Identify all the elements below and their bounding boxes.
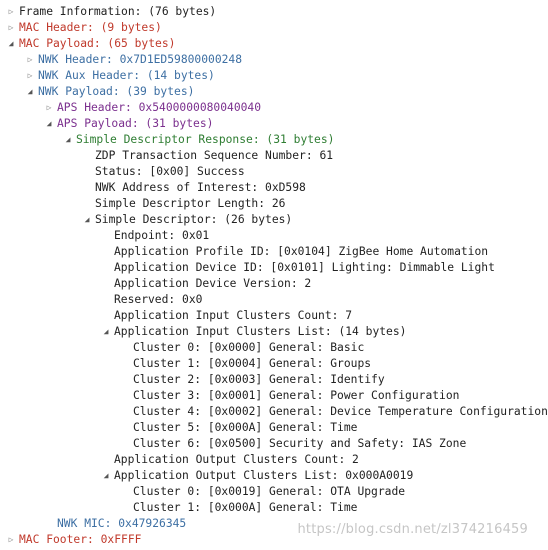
tree-node-label: NWK Payload: (39 bytes) (38, 85, 195, 98)
tree-node-label: APS Header: 0x5400000080040040 (57, 101, 262, 114)
tree-node-label: Reserved: 0x0 (114, 293, 203, 306)
collapsed-triangle-icon[interactable]: ▷ (8, 7, 14, 16)
tree-node-label: Cluster 5: [0x000A] General: Time (133, 421, 358, 434)
tree-node-label: Endpoint: 0x01 (114, 229, 210, 242)
tree-node-input-cluster-0[interactable]: Cluster 0: [0x0000] General: Basic (0, 340, 536, 356)
tree-node-label: Cluster 3: [0x0001] General: Power Confi… (133, 389, 460, 402)
tree-node-zdp-transaction-sequence-number[interactable]: ZDP Transaction Sequence Number: 61 (0, 148, 536, 164)
expanded-triangle-icon[interactable]: ◢ (27, 87, 33, 96)
expanded-triangle-icon[interactable]: ◢ (84, 215, 90, 224)
tree-node-nwk-address-of-interest[interactable]: NWK Address of Interest: 0xD598 (0, 180, 536, 196)
tree-node-aps-payload[interactable]: ◢ APS Payload: (31 bytes) (0, 116, 536, 132)
tree-node-application-output-clusters-count[interactable]: Application Output Clusters Count: 2 (0, 452, 536, 468)
tree-node-output-cluster-0[interactable]: Cluster 0: [0x0019] General: OTA Upgrade (0, 484, 536, 500)
tree-node-application-profile-id[interactable]: Application Profile ID: [0x0104] ZigBee … (0, 244, 536, 260)
tree-node-endpoint[interactable]: Endpoint: 0x01 (0, 228, 536, 244)
tree-node-nwk-mic[interactable]: NWK MIC: 0x47926345 (0, 516, 536, 532)
tree-node-label: Cluster 0: [0x0019] General: OTA Upgrade (133, 485, 406, 498)
tree-node-label: NWK Header: 0x7D1ED59800000248 (38, 53, 243, 66)
collapsed-triangle-icon[interactable]: ▷ (27, 55, 33, 64)
tree-node-nwk-aux-header[interactable]: ▷ NWK Aux Header: (14 bytes) (0, 68, 536, 84)
tree-node-application-input-clusters-count[interactable]: Application Input Clusters Count: 7 (0, 308, 536, 324)
expanded-triangle-icon[interactable]: ◢ (46, 119, 52, 128)
expanded-triangle-icon[interactable]: ◢ (8, 39, 14, 48)
collapsed-triangle-icon[interactable]: ▷ (46, 103, 52, 112)
tree-node-mac-header[interactable]: ▷ MAC Header: (9 bytes) (0, 20, 536, 36)
tree-node-label: Cluster 6: [0x0500] Security and Safety:… (133, 437, 467, 450)
tree-node-label: Cluster 1: [0x0004] General: Groups (133, 357, 372, 370)
tree-node-input-cluster-1[interactable]: Cluster 1: [0x0004] General: Groups (0, 356, 536, 372)
expanded-triangle-icon[interactable]: ◢ (65, 135, 71, 144)
tree-node-label: Application Input Clusters Count: 7 (114, 309, 353, 322)
tree-node-label: MAC Header: (9 bytes) (19, 21, 162, 34)
tree-node-label: Application Profile ID: [0x0104] ZigBee … (114, 245, 489, 258)
tree-node-label: Simple Descriptor: (26 bytes) (95, 213, 293, 226)
tree-node-label: ZDP Transaction Sequence Number: 61 (95, 149, 334, 162)
tree-node-application-output-clusters-list[interactable]: ◢ Application Output Clusters List: 0x000… (0, 468, 536, 484)
expanded-triangle-icon[interactable]: ◢ (103, 327, 109, 336)
tree-node-label: MAC Payload: (65 bytes) (19, 37, 176, 50)
collapsed-triangle-icon[interactable]: ▷ (8, 23, 14, 32)
tree-node-simple-descriptor-response[interactable]: ◢ Simple Descriptor Response: (31 bytes) (0, 132, 536, 148)
tree-node-frame-information[interactable]: ▷ Frame Information: (76 bytes) (0, 4, 536, 20)
expanded-triangle-icon[interactable]: ◢ (103, 471, 109, 480)
tree-node-label: Cluster 2: [0x0003] General: Identify (133, 373, 385, 386)
tree-node-application-input-clusters-list[interactable]: ◢ Application Input Clusters List: (14 by… (0, 324, 536, 340)
tree-node-label: Application Output Clusters List: 0x000A… (114, 469, 414, 482)
tree-node-status[interactable]: Status: [0x00] Success (0, 164, 536, 180)
tree-node-input-cluster-4[interactable]: Cluster 4: [0x0002] General: Device Temp… (0, 404, 548, 420)
tree-node-label: NWK MIC: 0x47926345 (57, 517, 187, 530)
tree-node-application-device-version[interactable]: Application Device Version: 2 (0, 276, 536, 292)
packet-detail-tree: ▷ Frame Information: (76 bytes) ▷ MAC Heade… (0, 4, 548, 548)
tree-node-mac-payload[interactable]: ◢ MAC Payload: (65 bytes) (0, 36, 536, 52)
tree-node-label: Application Device Version: 2 (114, 277, 312, 290)
tree-node-label: Cluster 0: [0x0000] General: Basic (133, 341, 365, 354)
tree-node-input-cluster-5[interactable]: Cluster 5: [0x000A] General: Time (0, 420, 536, 436)
tree-node-label: Simple Descriptor Response: (31 bytes) (76, 133, 335, 146)
tree-node-label: Cluster 1: [0x000A] General: Time (133, 501, 358, 514)
tree-node-label: Application Device ID: [0x0101] Lighting… (114, 261, 495, 274)
tree-node-input-cluster-3[interactable]: Cluster 3: [0x0001] General: Power Confi… (0, 388, 536, 404)
tree-node-label: Application Input Clusters List: (14 byt… (114, 325, 407, 338)
tree-node-label: NWK Aux Header: (14 bytes) (38, 69, 215, 82)
tree-node-application-device-id[interactable]: Application Device ID: [0x0101] Lighting… (0, 260, 536, 276)
tree-node-input-cluster-2[interactable]: Cluster 2: [0x0003] General: Identify (0, 372, 536, 388)
tree-node-label: NWK Address of Interest: 0xD598 (95, 181, 306, 194)
tree-node-simple-descriptor-length[interactable]: Simple Descriptor Length: 26 (0, 196, 536, 212)
collapsed-triangle-icon[interactable]: ▷ (8, 535, 14, 544)
tree-node-mac-footer[interactable]: ▷ MAC Footer: 0xFFFF (0, 532, 536, 548)
tree-node-label: Cluster 4: [0x0002] General: Device Temp… (133, 405, 548, 418)
tree-node-label: Simple Descriptor Length: 26 (95, 197, 286, 210)
collapsed-triangle-icon[interactable]: ▷ (27, 71, 33, 80)
tree-node-aps-header[interactable]: ▷ APS Header: 0x5400000080040040 (0, 100, 536, 116)
tree-node-simple-descriptor[interactable]: ◢ Simple Descriptor: (26 bytes) (0, 212, 536, 228)
tree-node-label: MAC Footer: 0xFFFF (19, 533, 142, 546)
tree-node-label: Frame Information: (76 bytes) (19, 5, 217, 18)
tree-node-nwk-payload[interactable]: ◢ NWK Payload: (39 bytes) (0, 84, 536, 100)
tree-node-output-cluster-1[interactable]: Cluster 1: [0x000A] General: Time (0, 500, 536, 516)
tree-node-reserved[interactable]: Reserved: 0x0 (0, 292, 536, 308)
tree-node-label: APS Payload: (31 bytes) (57, 117, 214, 130)
tree-node-input-cluster-6[interactable]: Cluster 6: [0x0500] Security and Safety:… (0, 436, 536, 452)
tree-node-nwk-header[interactable]: ▷ NWK Header: 0x7D1ED59800000248 (0, 52, 536, 68)
watermark: https://blog.csdn.net/zl374216459 (297, 522, 528, 537)
tree-node-label: Application Output Clusters Count: 2 (114, 453, 359, 466)
tree-node-label: Status: [0x00] Success (95, 165, 245, 178)
